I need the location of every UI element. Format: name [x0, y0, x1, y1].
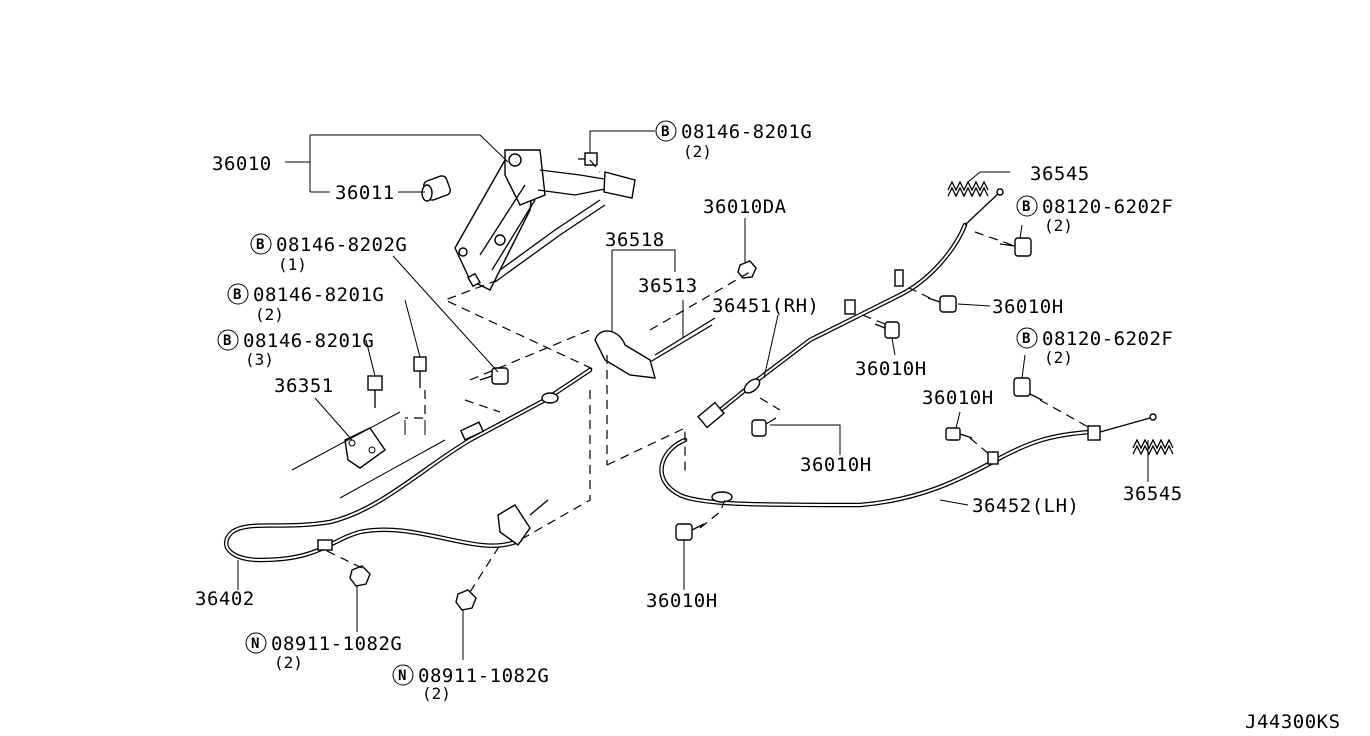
label-36545-right: 36545 [1123, 483, 1183, 505]
callout-code: 08911-1082G [418, 665, 549, 687]
n-prefix-icon: N [251, 636, 259, 652]
label-36010H-c: 36010H [922, 387, 994, 409]
callout-qty: (1) [278, 255, 307, 274]
bracket-36351[interactable] [344, 427, 386, 469]
nut-icon [349, 565, 371, 587]
callout-b-08120-6202F-mid: B 08120-6202F (2) [1016, 327, 1173, 367]
front-cable-36402[interactable] [224, 367, 593, 563]
b-prefix-icon: B [223, 333, 231, 349]
callout-b-08146-8201G-low: B 08146-8201G (3) [217, 329, 374, 369]
callout-qty: (2) [255, 305, 284, 324]
callout-code: 08146-8202G [276, 234, 407, 256]
pedal-assembly-36010[interactable] [454, 149, 636, 291]
callout-qty: (3) [245, 350, 274, 369]
label-36451-rh: 36451(RH) [712, 295, 819, 317]
b-prefix-icon: B [1022, 331, 1030, 347]
label-36010H-e: 36010H [646, 590, 718, 612]
callout-b-08146-8201G-top: B 08146-8201G (2) [655, 120, 812, 161]
callout-code: 08146-8201G [243, 330, 374, 352]
label-36351: 36351 [274, 375, 334, 397]
label-36010: 36010 [212, 153, 272, 175]
callout-code: 08146-8201G [681, 121, 812, 143]
callout-n-08911-1082G-right: N 08911-1082G (2) [392, 664, 549, 703]
label-36513: 36513 [638, 275, 698, 297]
bolt-icon [675, 523, 705, 541]
b-prefix-icon: B [661, 124, 669, 140]
bolt-icon [479, 367, 509, 385]
label-36010H-a: 36010H [992, 296, 1064, 318]
label-36010DA: 36010DA [703, 196, 787, 218]
bolt-icon [874, 321, 900, 339]
label-36010H-b: 36010H [855, 358, 927, 380]
b-prefix-icon: B [256, 237, 264, 253]
nut-icon [455, 589, 477, 611]
callout-qty: (2) [422, 684, 451, 703]
rear-cable-rh-36451[interactable] [697, 188, 1004, 429]
bolt-icon [927, 295, 957, 313]
callout-code: 08120-6202F [1042, 328, 1173, 350]
label-36452-lh: 36452(LH) [972, 495, 1079, 517]
label-36545-top: 36545 [1030, 163, 1090, 185]
diagram-id: J44300KS [1245, 711, 1341, 733]
bolt-icon [1013, 377, 1043, 401]
spring-36545-top[interactable] [947, 180, 989, 198]
callout-qty: (2) [1044, 348, 1073, 367]
callout-b-08120-6202F-top: B 08120-6202F (2) [1016, 195, 1173, 235]
callout-qty: (2) [1044, 216, 1073, 235]
rear-cable-lh-36452[interactable] [659, 413, 1157, 508]
label-36518: 36518 [605, 229, 665, 251]
callout-code: 08146-8201G [253, 284, 384, 306]
callout-code: 08911-1082G [271, 633, 402, 655]
bolt-icon [367, 375, 383, 408]
bolt-icon [945, 427, 973, 441]
label-36011: 36011 [335, 182, 395, 204]
callout-code: 08120-6202F [1042, 196, 1173, 218]
equalizer-36518[interactable] [594, 317, 716, 379]
callout-qty: (2) [274, 653, 303, 672]
nut-icon [737, 260, 757, 279]
bolt-icon [578, 152, 598, 166]
b-prefix-icon: B [233, 287, 241, 303]
bolt-icon [999, 237, 1032, 257]
callout-b-08146-8201G-mid: B 08146-8201G (2) [227, 283, 384, 324]
bolt-icon [413, 356, 427, 388]
spring-36545-right[interactable] [1132, 438, 1174, 456]
bushing-36011[interactable] [421, 174, 452, 202]
callout-qty: (2) [683, 142, 712, 161]
label-36010H-d: 36010H [800, 454, 872, 476]
n-prefix-icon: N [398, 668, 406, 684]
bolt-icon [751, 417, 777, 437]
label-36402: 36402 [195, 588, 255, 610]
callout-b-08146-8202G: B 08146-8202G (1) [250, 233, 407, 274]
b-prefix-icon: B [1022, 199, 1030, 215]
callout-n-08911-1082G-left: N 08911-1082G (2) [245, 632, 402, 672]
